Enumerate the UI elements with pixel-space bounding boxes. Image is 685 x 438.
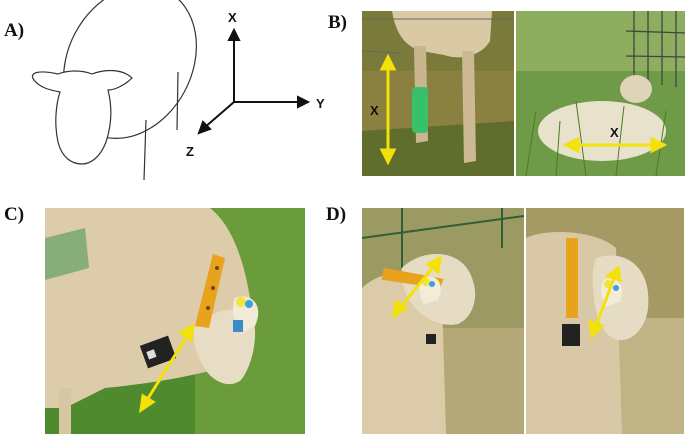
panel-c-label: C): [4, 204, 25, 225]
ear-tag-yellow: [236, 297, 246, 307]
collar: [195, 254, 225, 328]
panel-c-photo: [45, 208, 305, 434]
panel-d-label: D): [326, 204, 347, 225]
axis-z-label: Z: [186, 144, 194, 159]
ear-tag-blue: [245, 300, 253, 308]
axis-x-label: X: [228, 10, 237, 25]
neck-line-right: [176, 71, 179, 131]
collar-d-right: [566, 238, 578, 318]
axis-triad: [197, 27, 311, 135]
neck-line-left: [143, 119, 147, 181]
panel-a-drawing: X Y Z: [31, 0, 325, 181]
panel-d-photo-left: [362, 208, 524, 434]
sheep-head-outline: [31, 69, 133, 165]
sheep-leg-back: [462, 51, 476, 163]
b-left-arrow: [379, 53, 397, 166]
panel-d-photo-right: [526, 208, 684, 434]
panel-a-label: A): [4, 20, 25, 41]
panel-b-label: B): [328, 12, 347, 33]
d-right-arrow: [588, 265, 622, 340]
b-right-arrow-label: X: [610, 125, 619, 140]
leg-bandage: [412, 87, 428, 133]
panel-b-photo-left: X: [362, 11, 514, 176]
panel-b-photo-right: X: [516, 11, 685, 176]
collar-device: [139, 335, 177, 369]
c-arrow: [139, 323, 195, 414]
lying-sheep: [538, 101, 666, 161]
b-left-arrow-label: X: [370, 103, 379, 118]
d-left-arrow: [392, 255, 442, 320]
axis-y-label: Y: [316, 96, 325, 111]
b-right-arrow: [562, 136, 668, 154]
